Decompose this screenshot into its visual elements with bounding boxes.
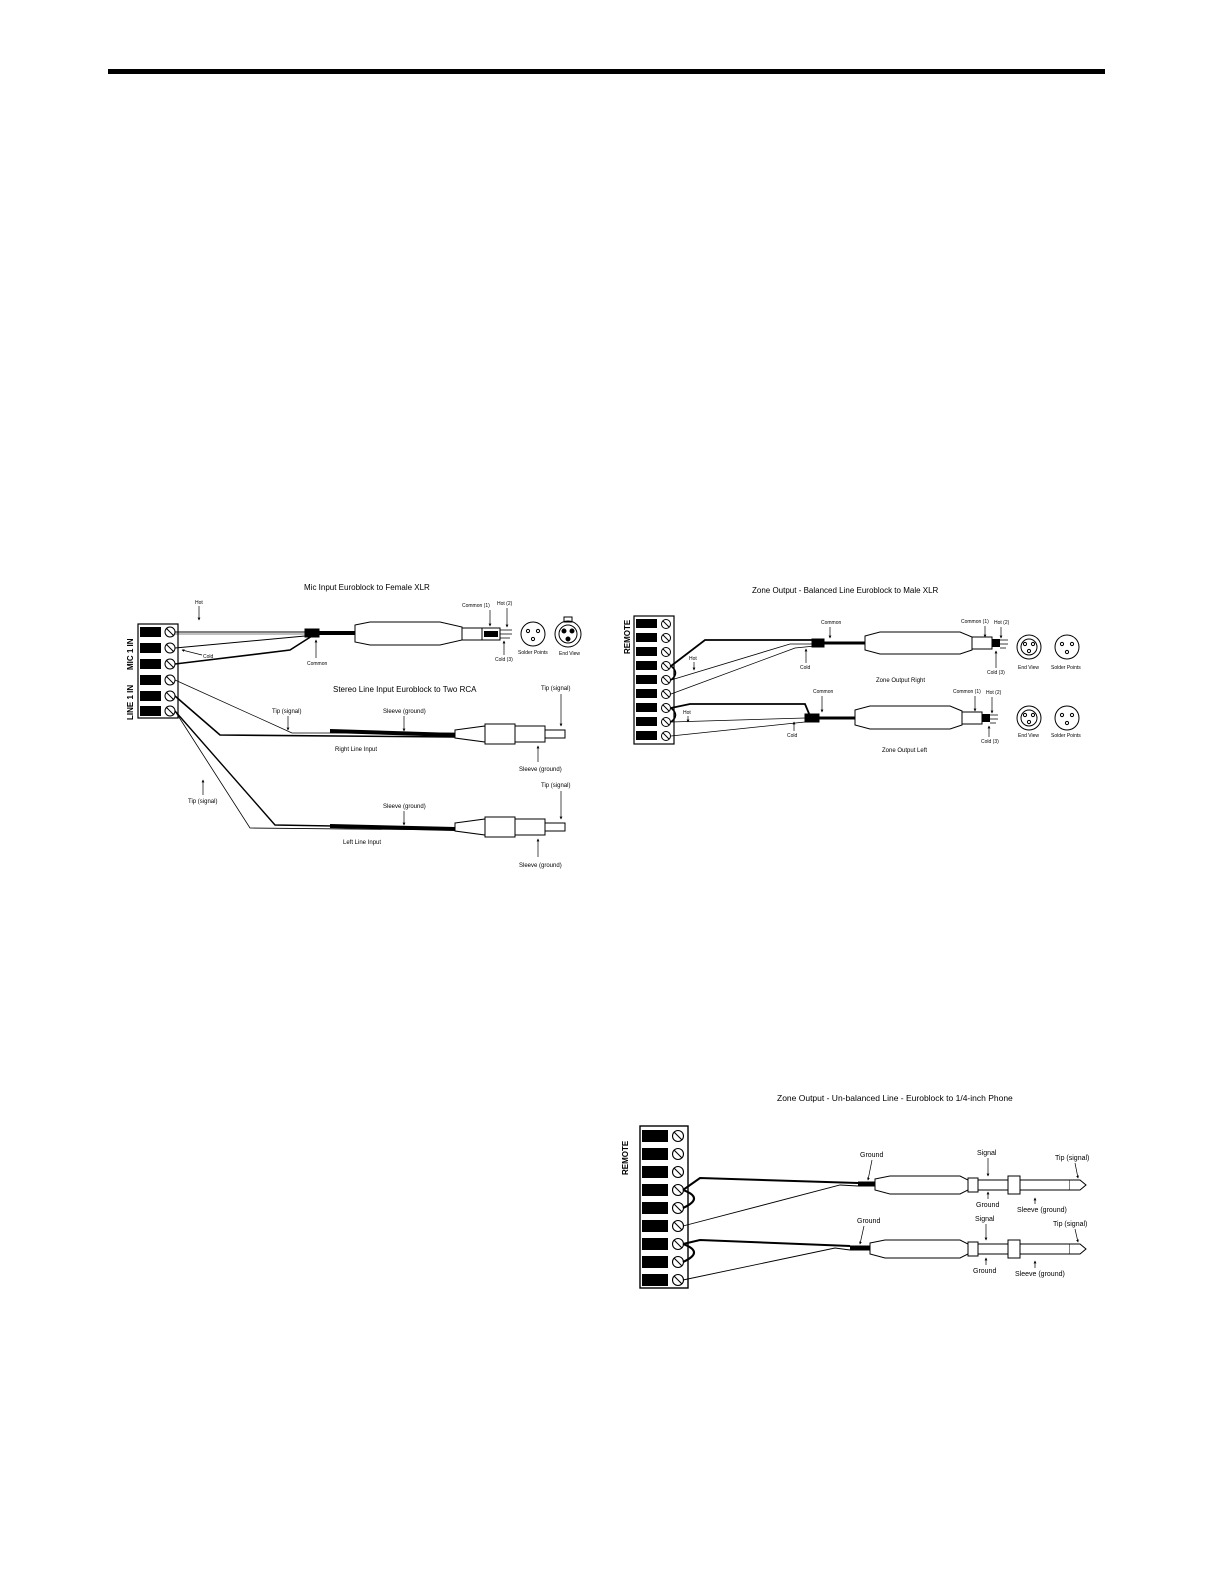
phone-upper-ground-label: Ground: [860, 1152, 883, 1159]
zone-left-cold-label: Cold: [787, 733, 798, 739]
zone-output-left-label: Zone Output Left: [882, 748, 927, 754]
phone-lower-signal-label: Signal: [975, 1216, 995, 1223]
zone-right-hot-label: Hot: [689, 656, 697, 662]
zone-output-right-label: Zone Output Right: [876, 678, 925, 684]
zone-left-hot-label: Hot: [683, 710, 691, 716]
zone-phone-remote-label: REMOTE: [621, 1140, 630, 1175]
phone-upper-sleeve-label: Sleeve (ground): [1017, 1207, 1067, 1214]
rca-right-sleeve-label: Sleeve (ground): [383, 709, 426, 715]
zone-left-cold3-label: Cold (3): [981, 739, 999, 745]
zone-left-end-view-label: End View: [1018, 733, 1039, 739]
zone-left-hot2-label: Hot (2): [986, 690, 1002, 696]
mic-hot-label: Hot: [195, 600, 203, 606]
mic-diagram-title: Mic Input Euroblock to Female XLR: [304, 583, 430, 592]
mic-common1-label: Common (1): [462, 603, 490, 609]
phone-lower-ground-label: Ground: [857, 1218, 880, 1225]
mic-end-view-label: End View: [559, 651, 580, 657]
zone-balanced-xlr-diagram: Zone Output - Balanced Line Euroblock to…: [623, 586, 1081, 754]
zone-left-common-label: Common: [813, 689, 834, 695]
mic-input-diagram: Mic Input Euroblock to Female XLR MIC 1 …: [126, 583, 582, 720]
phone-lower-ground-tip-label: Ground: [973, 1268, 996, 1275]
phone-upper-ground-tip-label: Ground: [976, 1202, 999, 1209]
mic-terminal-label: MIC 1 IN: [126, 638, 135, 670]
euroblock-phone-terminal: REMOTE: [621, 1125, 689, 1289]
zone-right-end-view-label: End View: [1018, 665, 1039, 671]
rca-diagram-title: Stereo Line Input Euroblock to Two RCA: [333, 685, 477, 694]
euroblock-zone-terminal: REMOTE: [623, 615, 675, 745]
header-rule: [108, 69, 1105, 74]
zone-xlr-remote-label: REMOTE: [623, 619, 632, 654]
zone-right-cold-label: Cold: [800, 665, 811, 671]
mic-solder-points-label: Solder Points: [518, 650, 548, 656]
right-line-input-label: Right Line Input: [335, 747, 377, 753]
euroblock-input-terminal: MIC 1 IN LINE 1 IN: [126, 623, 179, 720]
zone-right-common-label: Common: [821, 620, 842, 626]
mic-hot2-label: Hot (2): [497, 601, 513, 607]
phone-lower-sleeve-label: Sleeve (ground): [1015, 1271, 1065, 1278]
phone-upper-tip-label: Tip (signal): [1055, 1155, 1089, 1162]
rca-right-tip-end-label: Tip (signal): [541, 686, 570, 692]
zone-right-solder-points-label: Solder Points: [1051, 665, 1081, 671]
rca-left-tip-label: Tip (signal): [188, 799, 217, 805]
rca-right-tip-label: Tip (signal): [272, 709, 301, 715]
zone-left-common1-label: Common (1): [953, 689, 981, 695]
phone-upper-signal-label: Signal: [977, 1150, 997, 1157]
left-line-input-label: Left Line Input: [343, 840, 381, 846]
zone-left-solder-points-label: Solder Points: [1051, 733, 1081, 739]
line-terminal-label: LINE 1 IN: [126, 685, 135, 720]
zone-unbalanced-phone-diagram: Zone Output - Un-balanced Line - Euroblo…: [621, 1093, 1089, 1289]
rca-right-sleeve-end-label: Sleeve (ground): [519, 767, 562, 773]
mic-cold3-label: Cold (3): [495, 657, 513, 663]
rca-input-diagram: Stereo Line Input Euroblock to Two RCA T: [174, 679, 570, 869]
zone-right-hot2-label: Hot (2): [994, 620, 1010, 626]
zone-phone-title: Zone Output - Un-balanced Line - Euroblo…: [777, 1093, 1013, 1103]
zone-xlr-title: Zone Output - Balanced Line Euroblock to…: [752, 586, 939, 595]
mic-common-label: Common: [307, 661, 328, 667]
mic-cold-label: Cold: [203, 654, 214, 660]
rca-left-sleeve-end-label: Sleeve (ground): [519, 863, 562, 869]
phone-lower-tip-label: Tip (signal): [1053, 1221, 1087, 1228]
rca-left-sleeve-label: Sleeve (ground): [383, 804, 426, 810]
rca-left-tip-end-label: Tip (signal): [541, 783, 570, 789]
zone-right-common1-label: Common (1): [961, 619, 989, 625]
zone-right-cold3-label: Cold (3): [987, 670, 1005, 676]
